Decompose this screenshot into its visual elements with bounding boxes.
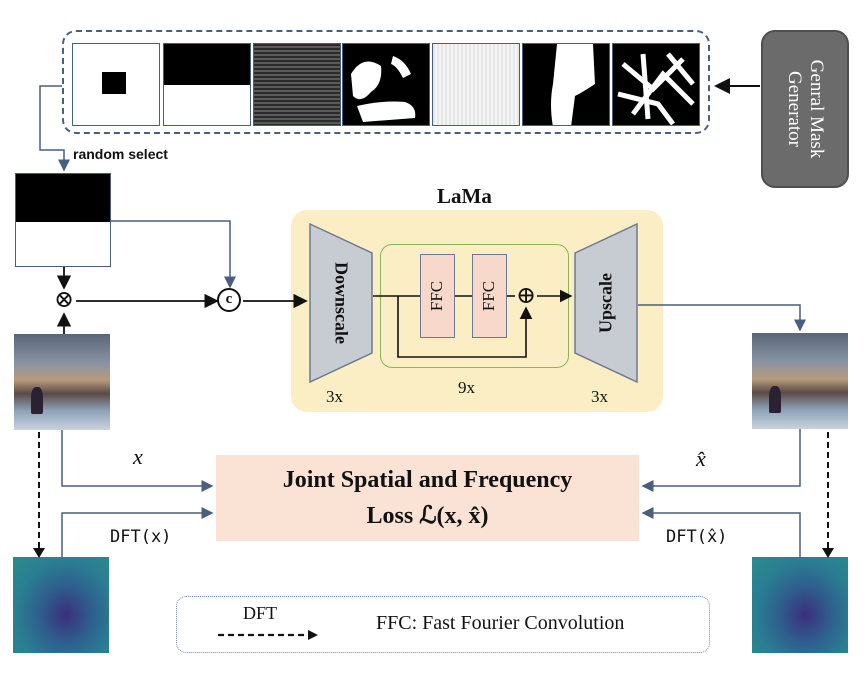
concat-symbol: c xyxy=(225,291,233,307)
concat-operator: c xyxy=(217,288,241,312)
selected-mask xyxy=(15,173,111,267)
legend-dft-label: DFT xyxy=(243,603,278,623)
lama-title: LaMa xyxy=(437,184,492,208)
loss-title-line2: Loss ℒ(x, x̂) xyxy=(366,503,489,529)
mask-sample-box xyxy=(72,43,160,126)
input-image xyxy=(14,334,110,430)
mask-sample-large xyxy=(522,43,610,126)
downscale-repeat: 3x xyxy=(326,387,343,406)
mask-sample-noise xyxy=(432,43,520,126)
mask-sample-half xyxy=(163,43,251,126)
upscale-label: Upscale xyxy=(595,273,616,333)
blob-mask-shape xyxy=(351,56,416,122)
random-select-label: random select xyxy=(73,146,168,162)
mask-sample-strokes xyxy=(612,43,700,126)
input-label: x xyxy=(133,444,143,469)
ffc-group-frame xyxy=(380,244,569,368)
output-spectrum xyxy=(752,557,848,653)
mask-generator-line2: Generator xyxy=(784,71,805,147)
ffc-label-1: FFC xyxy=(427,280,446,312)
ffc-label-2: FFC xyxy=(479,280,498,312)
upscale-block xyxy=(574,223,638,383)
loss-title-line1: Joint Spatial and Frequency xyxy=(282,467,573,493)
output-label: x̂ xyxy=(696,446,706,471)
large-mask-shape xyxy=(551,44,595,125)
dft-input-label: DFT(x) xyxy=(110,527,172,547)
legend-dashed-arrow xyxy=(218,630,318,640)
mask-samples-frame xyxy=(62,30,710,134)
ffc-repeat: 9x xyxy=(458,378,475,397)
strokes-mask-shape xyxy=(617,52,695,125)
input-spectrum xyxy=(13,557,109,653)
selected-mask-fill xyxy=(16,174,110,222)
upscale-repeat: 3x xyxy=(591,387,608,406)
downscale-block xyxy=(309,223,373,383)
box-mask-shape xyxy=(102,72,126,94)
multiply-operator: ⊗ xyxy=(53,287,75,313)
add-operator: ⊕ xyxy=(515,283,537,309)
mask-generator-label: Genral Mask Generator xyxy=(783,60,827,159)
mask-sample-blobs xyxy=(342,43,430,126)
loss-box: Joint Spatial and Frequency Loss ℒ(x, x̂… xyxy=(216,455,639,541)
legend-ffc-text: FFC: Fast Fourier Convolution xyxy=(376,612,625,634)
mask-generator-box: Genral Mask Generator xyxy=(761,30,849,188)
mask-sample-stripes xyxy=(253,43,341,126)
output-image xyxy=(752,333,848,429)
downscale-label: Downscale xyxy=(331,262,352,344)
mask-generator-line1: Genral Mask xyxy=(806,59,827,159)
dft-output-label: DFT(x̂) xyxy=(666,527,728,547)
half-mask-shape xyxy=(164,44,250,85)
legend-box xyxy=(176,596,710,653)
